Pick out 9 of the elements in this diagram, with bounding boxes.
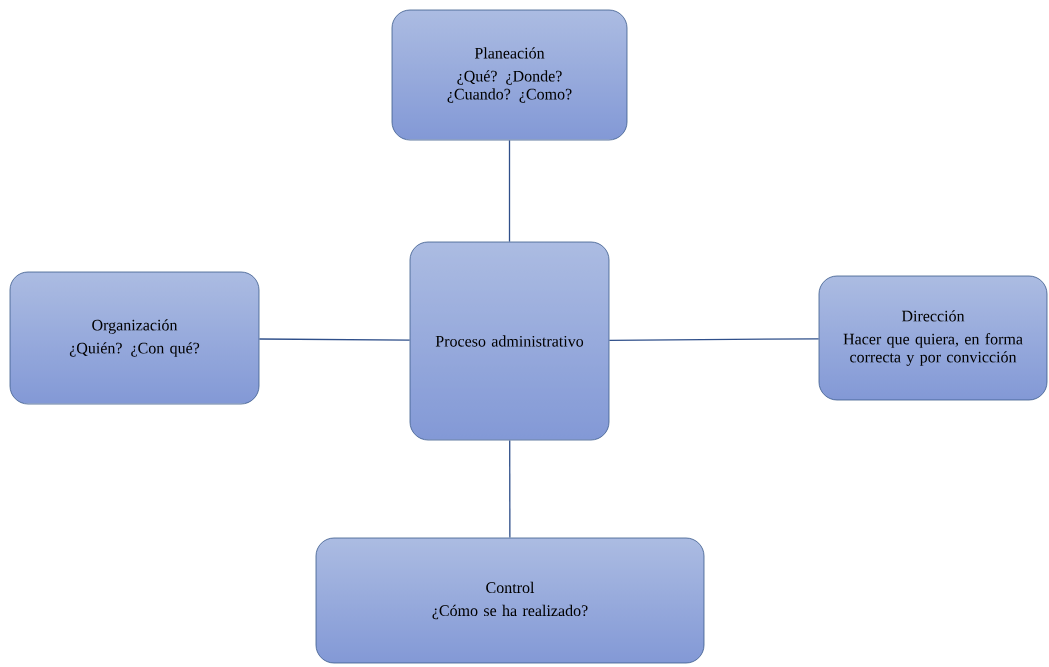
rounded-box: Planeación ¿Qué? ¿Donde? ¿Cuando? ¿Como? — [391, 9, 628, 141]
connector-line — [509, 439, 511, 539]
rounded-box: Proceso administrativo — [409, 241, 610, 441]
rounded-box: Dirección Hacer que quiera, en forma correcta y por convicción — [818, 275, 1048, 401]
connector-line — [608, 338, 820, 341]
rounded-box: Control ¿Cómo se ha realizado? — [315, 537, 705, 664]
connector-line — [508, 139, 511, 243]
rounded-box: Organización ¿Quién? ¿Con qué? — [9, 271, 260, 405]
connector-line — [258, 338, 411, 341]
